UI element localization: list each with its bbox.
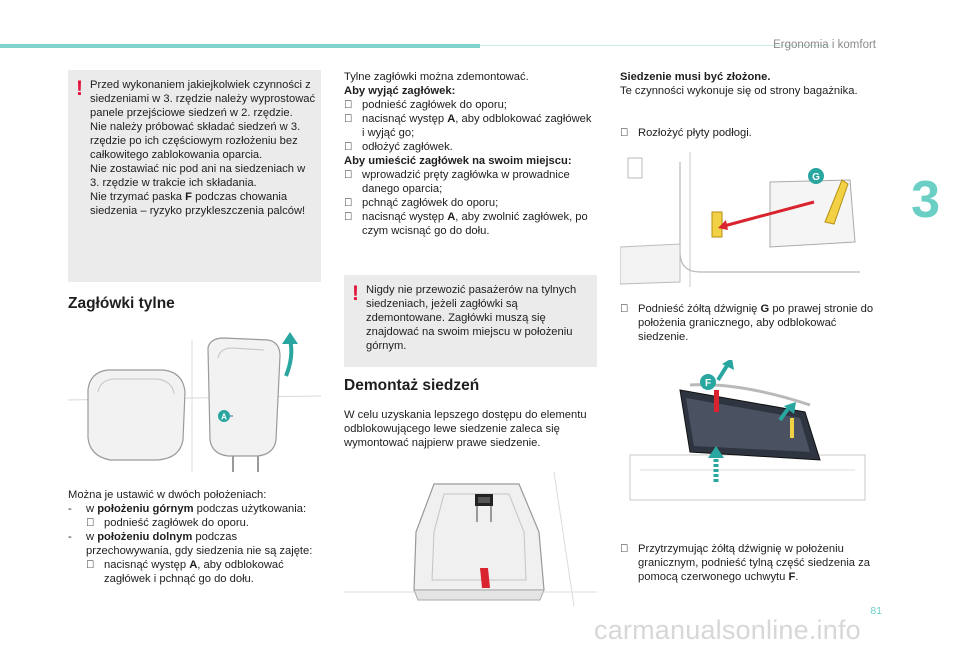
side-note: Te czynności wykonuje się od strony baga…	[620, 85, 858, 97]
list-item-remove-2: nacisnąć występ A, aby odblokować zagłó…	[344, 112, 594, 140]
bullet-icon: 	[344, 98, 362, 112]
list-item-handle: Przytrzymując żółtą dźwignię w położeni…	[620, 542, 875, 584]
bullet-icon: 	[620, 126, 638, 140]
warning-box-seats: ! Przed wykonaniem jakiejkolwiek czynnoś…	[68, 70, 321, 282]
positions-intro: Można je ustawić w dwóch położeniach:	[68, 489, 267, 501]
warning-line: Nie zostawiać nic pod ani na siedzeniach…	[90, 163, 306, 189]
callout-label-a: A	[221, 413, 227, 422]
list-item-remove-1: podnieść zagłówek do oporu;	[344, 98, 594, 112]
bullet-icon: 	[344, 210, 362, 238]
seat-illustration	[344, 472, 597, 606]
list-item-upper: - w położeniu górnym podczas użytkowania…	[68, 503, 307, 515]
bullet-icon: 	[620, 542, 638, 584]
headrest-illustration: A	[68, 330, 321, 472]
warning-line: Nie trzymać paska F podczas chowania sie…	[90, 191, 306, 217]
section-title: Ergonomia i komfort	[773, 39, 876, 51]
bullet-icon: 	[344, 168, 362, 196]
list-item-lever: Podnieść żółtą dźwignię G po prawej str…	[620, 302, 875, 344]
chapter-number: 3	[911, 171, 940, 229]
list-item-lower-step:  nacisnąć występ A, aby odblokować zagł…	[68, 558, 321, 586]
bullet-icon: 	[86, 558, 104, 586]
warning-line: Nigdy nie przewozić pasażerów na tylnych…	[366, 284, 577, 352]
header-accent-line	[480, 45, 830, 46]
folded-note: Siedzenie musi być złożone.	[620, 71, 771, 83]
callout-label-f: F	[705, 378, 711, 389]
page-number: 81	[870, 605, 882, 617]
list-item-lower: - w położeniu dolnym podczas przechowywa…	[68, 531, 313, 557]
bullet-icon: 	[344, 112, 362, 140]
list-item-floor: Rozłożyć płyty podłogi.	[620, 126, 875, 140]
list-item-refit-3: nacisnąć występ A, aby zwolnić zagłówek…	[344, 210, 594, 238]
heading-rear-headrests: Zagłówki tylne	[68, 295, 175, 312]
warning-line: Nie należy próbować składać siedzeń w 3.…	[90, 121, 301, 161]
header-accent-bar	[0, 44, 480, 48]
warning-line: Przed wykonaniem jakiejkolwiek czynności…	[90, 79, 316, 119]
remove-title: Aby wyjąć zagłówek:	[344, 85, 456, 97]
warning-icon: !	[352, 282, 359, 305]
heading-seat-removal: Demontaż siedzeń	[344, 377, 480, 394]
bullet-icon: 	[86, 516, 104, 530]
lever-g-illustration: G	[620, 152, 875, 287]
callout-label-g: G	[812, 172, 820, 183]
bullet-icon: 	[620, 302, 638, 344]
list-item-refit-2: pchnąć zagłówek do oporu;	[344, 196, 594, 210]
list-item-remove-3: odłożyć zagłówek.	[344, 140, 594, 154]
bullet-icon: 	[344, 196, 362, 210]
bullet-icon: 	[344, 140, 362, 154]
seat-removal-intro: W celu uzyskania lepszego dostępu do ele…	[344, 409, 587, 449]
removable-note: Tylne zagłówki można zdemontować.	[344, 71, 529, 83]
warning-box-passengers: ! Nigdy nie przewozić pasażerów na tylny…	[344, 275, 597, 367]
list-item-refit-1: wprowadzić pręty zagłówka w prowadnice …	[344, 168, 594, 196]
lever-f-illustration: F	[620, 360, 875, 525]
watermark: carmanualsonline.info	[594, 615, 861, 645]
list-item-upper-step:  podnieść zagłówek do oporu.	[68, 516, 321, 530]
warning-icon: !	[76, 77, 83, 100]
refit-title: Aby umieścić zagłówek na swoim miejscu:	[344, 155, 572, 167]
